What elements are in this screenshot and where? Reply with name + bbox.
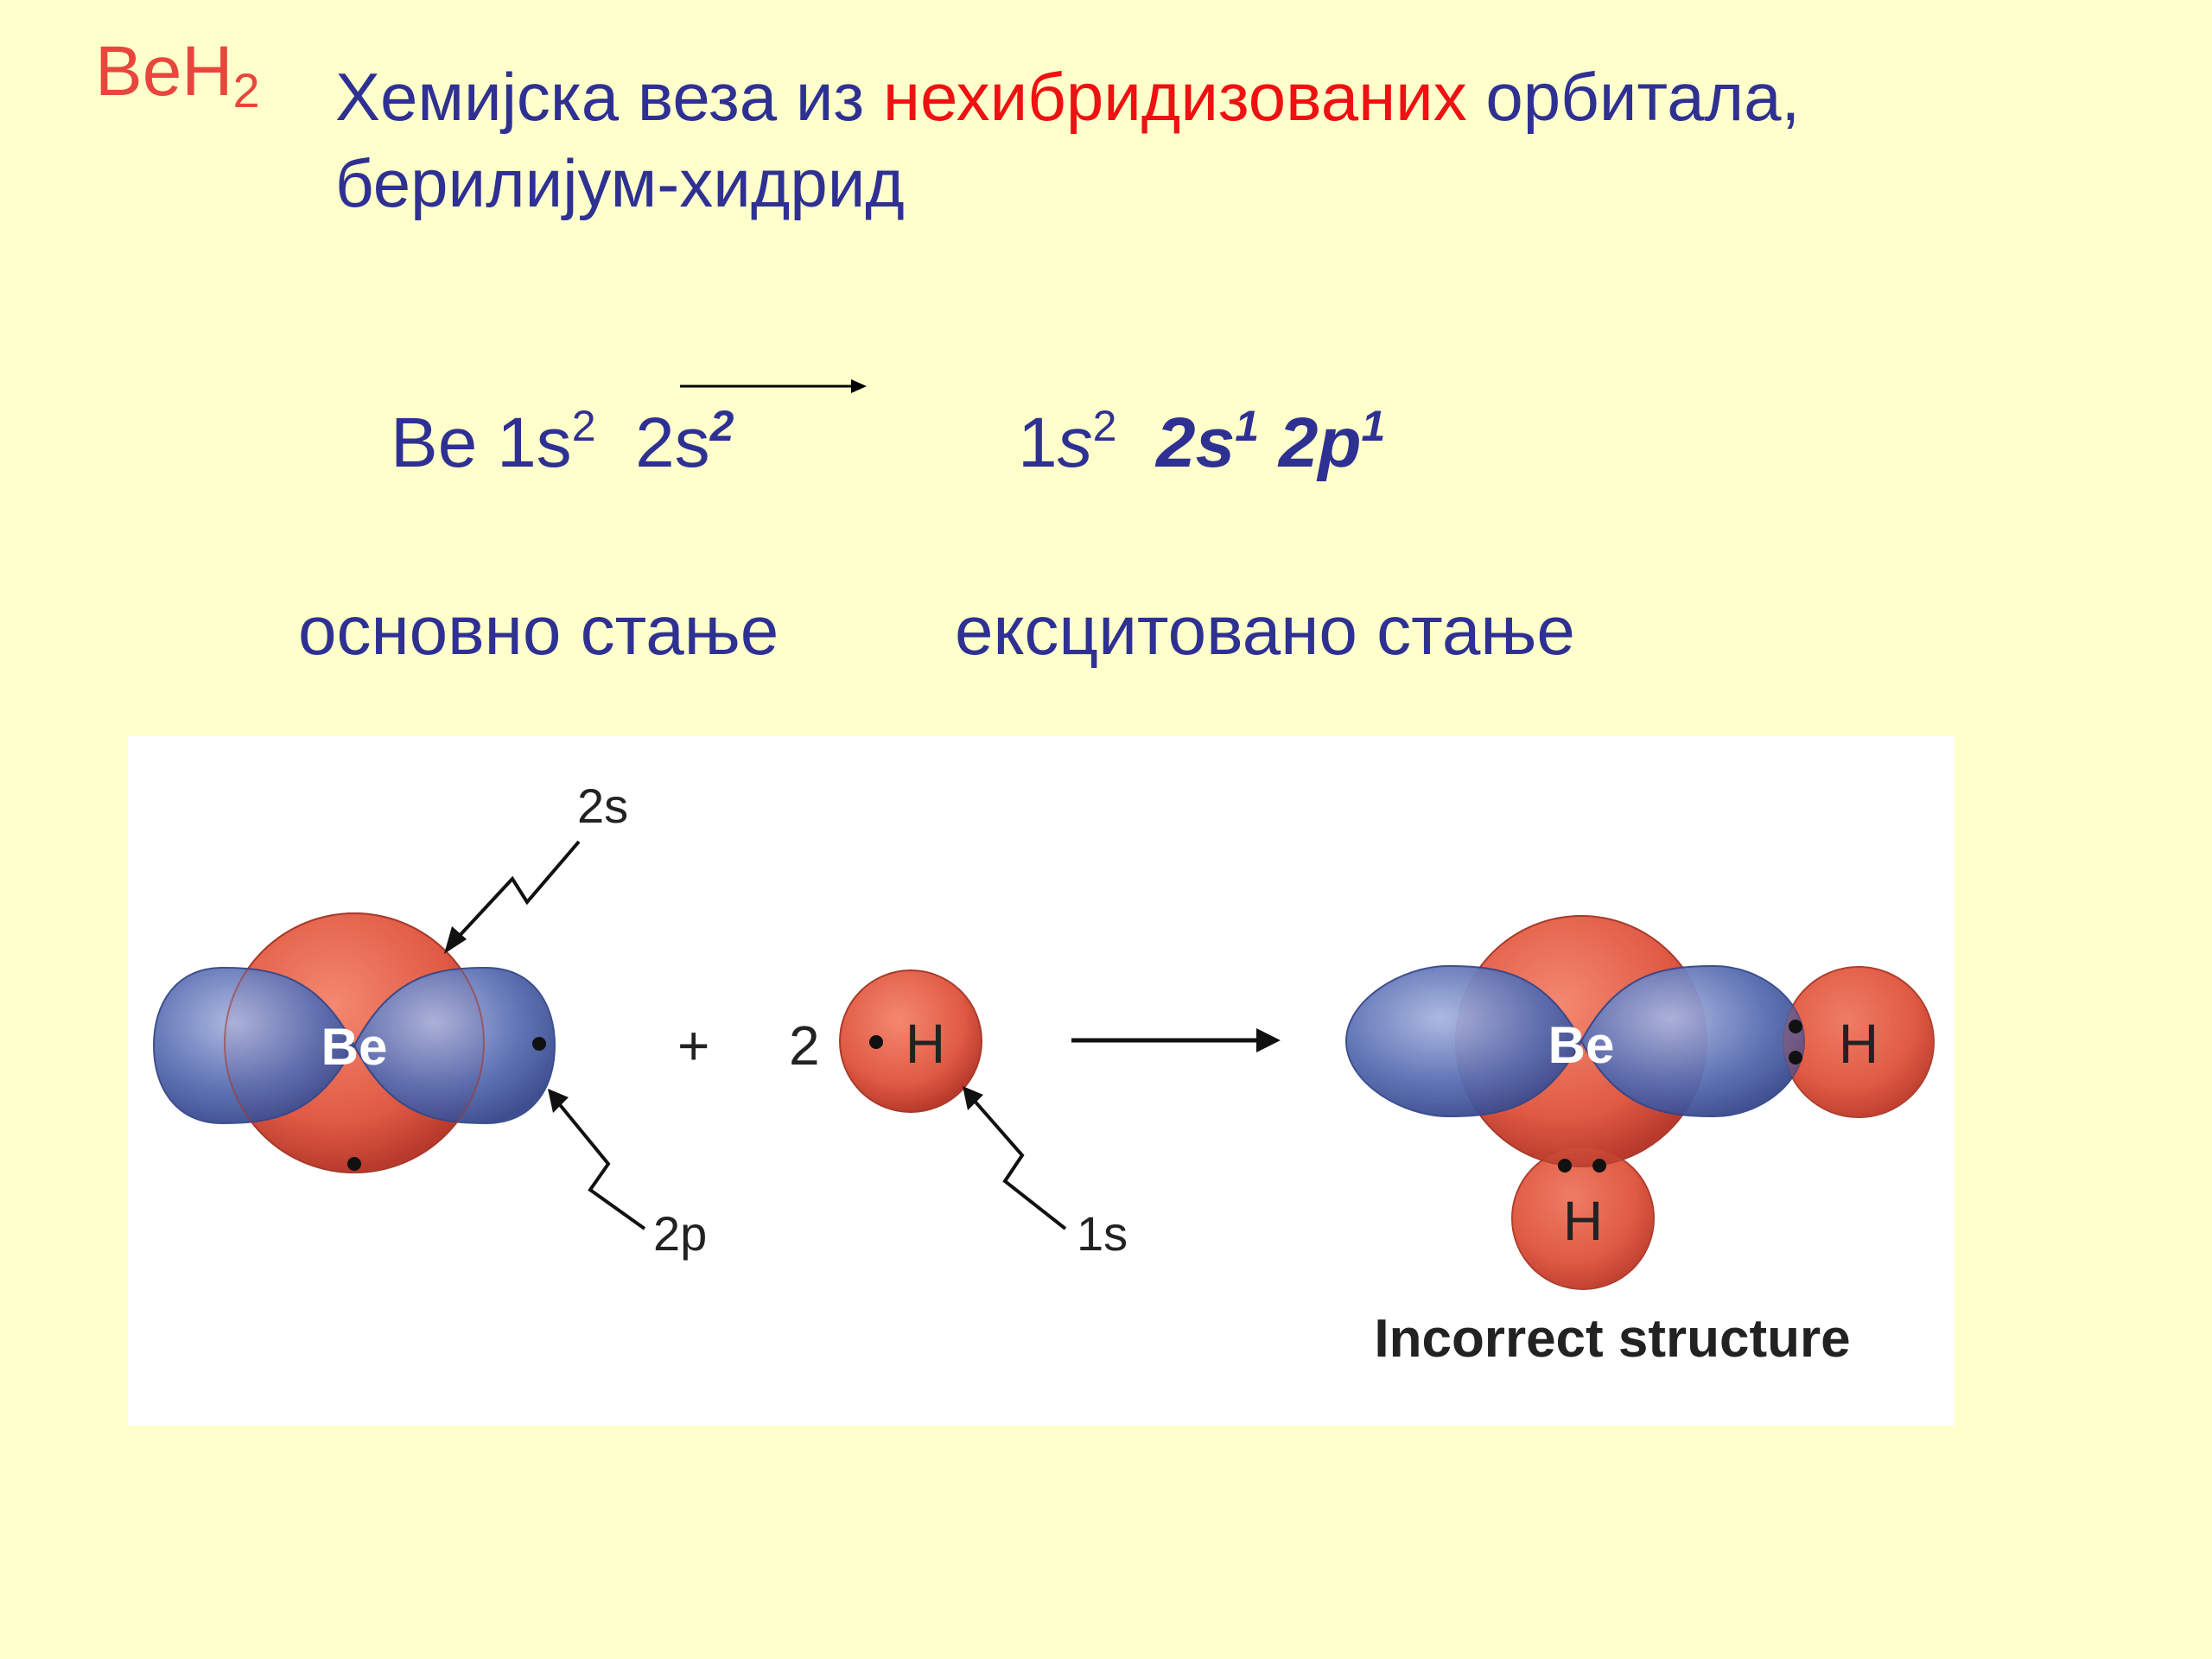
ground-state-label: основно стање	[298, 592, 779, 669]
ground-config-sup1: 2	[571, 402, 596, 450]
orbital-diagram: Be 2s 2p + 2 H 1s	[152, 779, 1935, 1369]
excited-state-config: 1s2 2s1 2p1	[1018, 404, 1385, 479]
be-symbol-left: Be	[321, 1018, 388, 1076]
excited-config-2s: 2s	[1156, 404, 1236, 482]
electron-dot	[869, 1035, 883, 1049]
pointer-2p-icon	[556, 1100, 646, 1230]
h-symbol-bottom: H	[1563, 1190, 1603, 1252]
hydrogen-coefficient: 2	[789, 1014, 820, 1077]
electron-dot	[1789, 1051, 1802, 1065]
excitation-arrow-icon	[680, 379, 867, 393]
pointer-2s-icon	[454, 840, 581, 941]
h-right-overlap	[1783, 967, 1934, 1117]
ground-config-sup2: 2	[709, 402, 734, 450]
be-atom-left: Be	[152, 912, 556, 1173]
title-line2: берилијум-хидрид	[335, 145, 905, 221]
excited-config-s: s	[1057, 404, 1093, 482]
electron-dot	[347, 1157, 361, 1171]
h-symbol-right: H	[1839, 1013, 1878, 1075]
pointer-2s-arrowhead-icon	[444, 926, 467, 954]
be-2p-lobe-right-product	[1580, 964, 1806, 1118]
ground-config-prefix: Be 1s	[391, 404, 572, 482]
formula-subscript: 2	[232, 63, 260, 118]
title-highlight: нехибридизованих	[882, 59, 1467, 135]
excited-config-sup1: 2	[1092, 402, 1117, 450]
be-2s-outline	[224, 912, 485, 1173]
label-2p: 2p	[653, 1206, 707, 1261]
page-title: Хемијска веза из нехибридизованих орбита…	[335, 54, 1800, 226]
h-symbol: H	[906, 1013, 945, 1075]
title-part2: орбитала,	[1466, 59, 1801, 135]
title-part1: Хемијска веза из	[335, 59, 883, 135]
be-2p-lobe-left-product	[1344, 964, 1583, 1118]
hydrogen-atom: H	[839, 969, 982, 1113]
figure-caption: Incorrect structure	[1374, 1309, 1850, 1369]
label-1s: 1s	[1077, 1206, 1128, 1261]
electron-dot	[1558, 1159, 1572, 1173]
h-1s-orbital	[839, 969, 982, 1113]
formula-beh2: BeH2	[95, 36, 260, 115]
excited-state-label: ексцитовано стање	[955, 592, 1575, 669]
beh2-incorrect-structure: Be H H	[1344, 915, 1935, 1290]
reaction-arrowhead-icon	[1256, 1028, 1281, 1052]
be-symbol-right: Be	[1548, 1016, 1615, 1074]
pointer-1s-icon	[971, 1097, 1067, 1230]
ground-config-mid: 2s	[595, 404, 710, 482]
excited-config-2s-sup: 1	[1235, 402, 1260, 450]
orbital-diagram-panel: Be 2s 2p + 2 H 1s	[128, 736, 1955, 1426]
formula-main: BeH	[95, 32, 233, 111]
ground-state-config: Be 1s2 2s2	[391, 404, 734, 479]
excited-config-2p: 2p	[1278, 404, 1362, 482]
be-2p-lobe-left	[152, 966, 356, 1125]
pointer-1s-arrowhead-icon	[963, 1086, 983, 1110]
plus-sign: +	[677, 1014, 709, 1077]
be-2p-lobe-right	[353, 966, 556, 1125]
electron-dot	[1789, 1020, 1802, 1033]
excited-config-n1: 1	[1018, 404, 1058, 482]
electron-dot	[1592, 1159, 1606, 1173]
label-2s: 2s	[577, 779, 628, 833]
h-bottom-overlap	[1512, 1147, 1654, 1289]
pointer-2p-arrowhead-icon	[548, 1089, 569, 1113]
excited-config-2p-sup: 1	[1361, 402, 1386, 450]
electron-dot	[532, 1037, 546, 1051]
